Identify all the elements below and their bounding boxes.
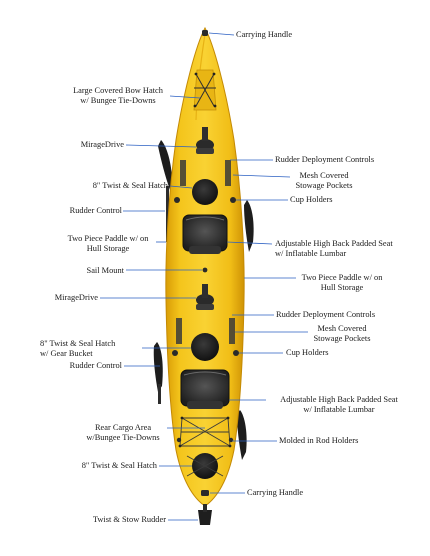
label-twist-seal-front: 8" Twist & Seal Hatch <box>92 181 168 190</box>
label-rudder-control-front: Rudder Control <box>69 206 122 215</box>
label-carrying-handle-top: Carrying Handle <box>236 30 293 39</box>
label-rudder-deploy-rear: Rudder Deployment Controls <box>276 310 376 319</box>
twist-seal-hatch-bucket <box>191 333 219 361</box>
paddle-left-rear <box>153 342 163 404</box>
paddle-right-rear <box>237 410 247 460</box>
label-twist-seal-stern: 8" Twist & Seal Hatch <box>81 461 157 470</box>
twist-seal-hatch-stern <box>186 453 224 479</box>
paddle-right-front <box>244 200 254 252</box>
label-rudder: Twist & Stow Rudder <box>92 515 166 524</box>
sail-mount <box>202 267 208 273</box>
mesh-pocket-right-front <box>225 160 231 186</box>
seat-rear <box>180 369 230 409</box>
cup-holder-rear <box>233 350 239 356</box>
carrying-handle-top <box>202 30 208 36</box>
miragedrive-front <box>196 127 214 154</box>
mesh-pocket-left-rear <box>176 318 182 344</box>
label-rod-holders: Molded in Rod Holders <box>279 436 359 445</box>
rod-holder-right <box>228 437 234 443</box>
miragedrive-rear <box>196 284 214 310</box>
mesh-pocket-left-front <box>180 160 186 186</box>
label-rudder-deploy-front: Rudder Deployment Controls <box>275 155 375 164</box>
label-miragedrive-front: MirageDrive <box>80 140 124 149</box>
label-rudder-control-rear: Rudder Control <box>69 361 122 370</box>
rear-cargo-area <box>178 416 232 448</box>
leader-lines <box>100 32 308 521</box>
mesh-pocket-right-rear <box>229 318 235 344</box>
label-carrying-handle-bottom: Carrying Handle <box>247 488 304 497</box>
paddle-left-front <box>158 140 172 242</box>
carrying-handle-bottom <box>201 490 209 496</box>
twist-stow-rudder <box>198 504 212 525</box>
rod-holder-left <box>176 437 182 443</box>
label-cup-holders-front: Cup Holders <box>290 195 333 204</box>
bow-hatch <box>193 69 217 111</box>
seat-front <box>182 214 228 254</box>
label-cup-holders-rear: Cup Holders <box>286 348 329 357</box>
cup-holder-front <box>230 197 236 203</box>
label-sail-mount: Sail Mount <box>86 266 124 275</box>
twist-seal-hatch-front <box>192 179 218 205</box>
label-miragedrive-rear: MirageDrive <box>54 293 98 302</box>
